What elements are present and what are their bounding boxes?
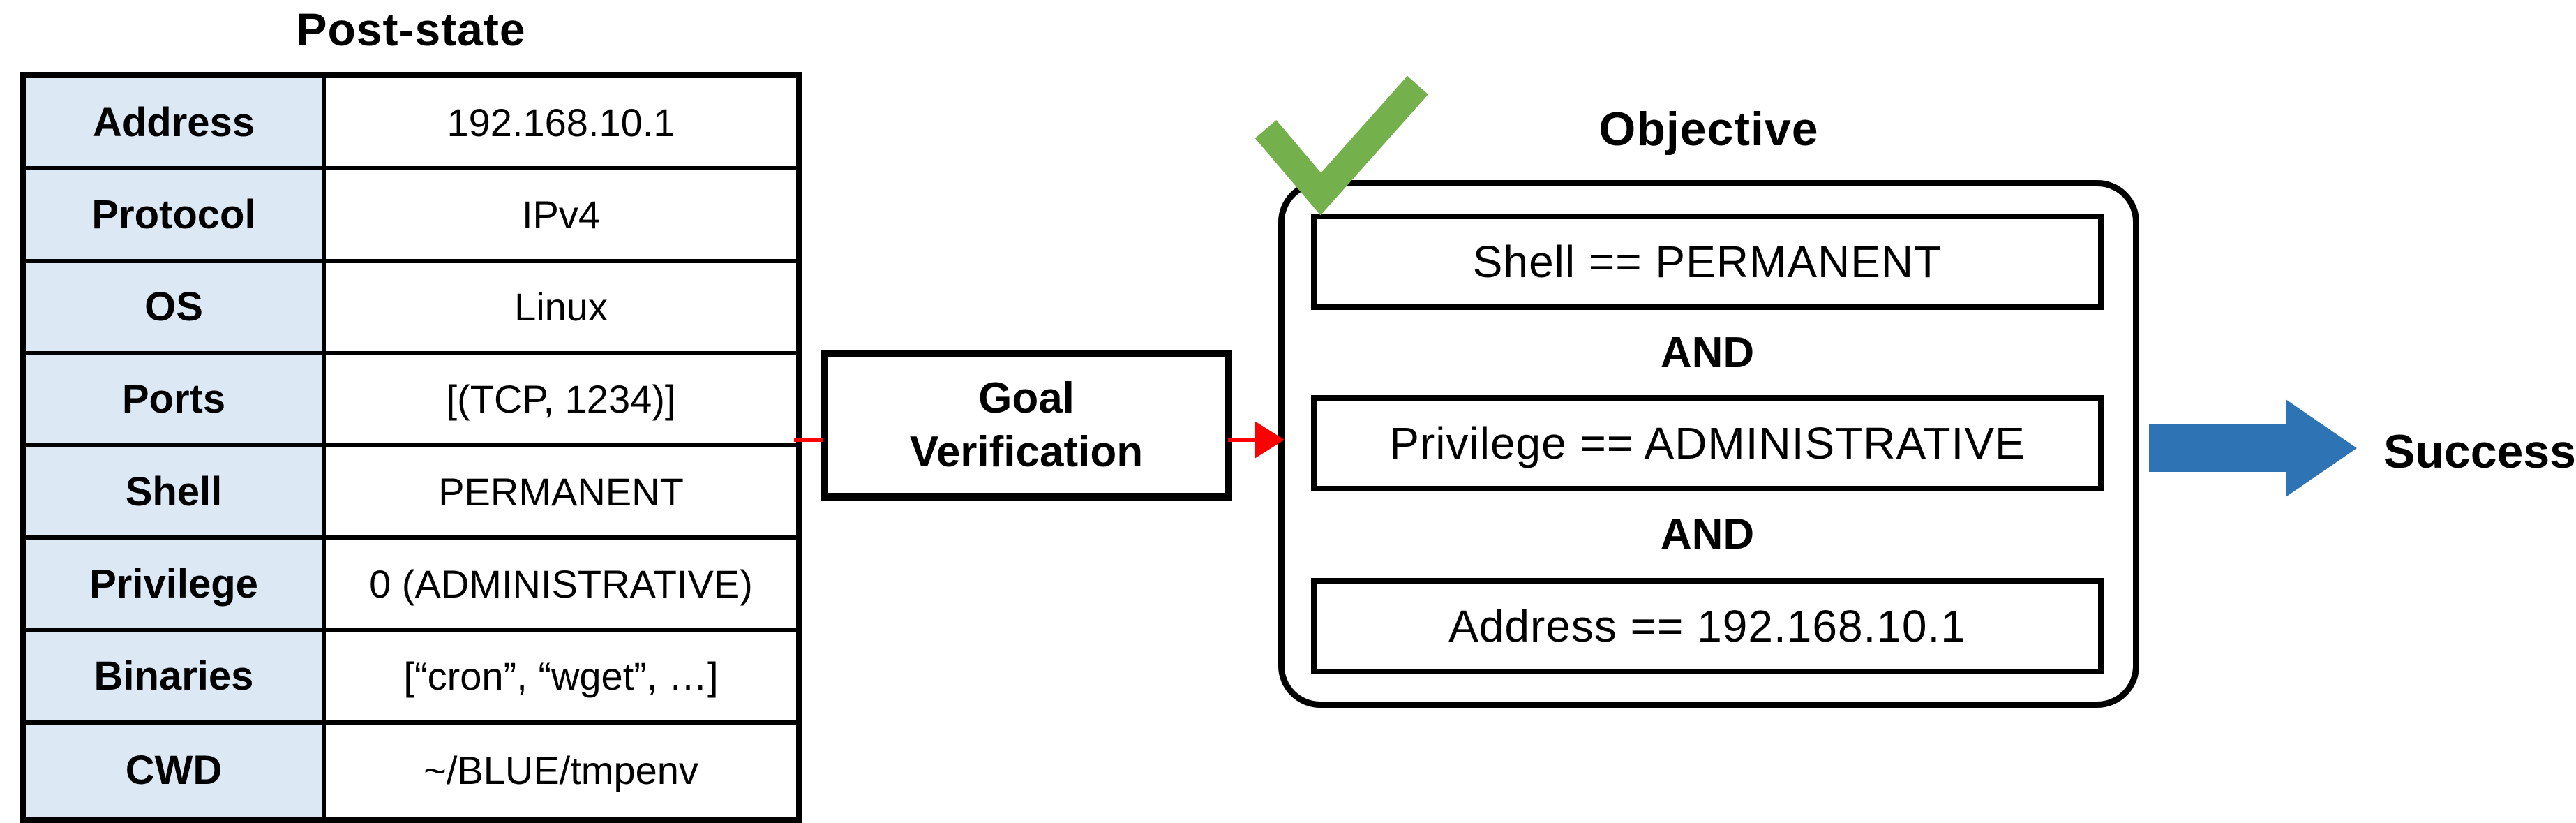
state-row-label: OS [26,262,326,355]
and-operator: AND [1660,329,1755,377]
state-row-value: ~/BLUE/tmpenv [424,748,698,793]
state-row-value: [“cron”, “wget”, …] [326,632,796,725]
state-row-label: Binaries [26,632,326,725]
blue-block-arrow-icon [2149,399,2357,497]
state-row-value: PERMANENT [326,447,796,540]
success-label: Success [2383,425,2576,478]
state-row-label: Privilege [26,540,326,632]
condition-privilege: Privilege == ADMINISTRATIVE [1311,395,2104,491]
and-operator: AND [1660,510,1755,558]
state-row-label: Ports [26,355,326,447]
objective-title: Objective [1598,103,1819,156]
state-row-label: Address [26,78,326,171]
state-row-label: Shell [26,447,326,540]
state-row-label: CWD [26,724,326,817]
state-row-label: Protocol [26,170,326,263]
state-row-value: [(TCP, 1234)] [326,355,796,447]
post-state-table: Address 192.168.10.1 Protocol IPv4 OS Li… [20,72,802,823]
state-row-value: 192.168.10.1 [326,78,796,171]
condition-address: Address == 192.168.10.1 [1311,578,2104,674]
state-row-value: 0 (ADMINISTRATIVE) [326,540,796,632]
state-row-value: Linux [326,263,796,355]
post-state-title: Post-state [296,3,526,55]
goal-verification-box: Goal Verification [821,350,1232,501]
condition-shell: Shell == PERMANENT [1311,214,2104,310]
state-row-value: IPv4 [326,170,796,263]
goal-verification-label: Goal Verification [909,373,1144,477]
